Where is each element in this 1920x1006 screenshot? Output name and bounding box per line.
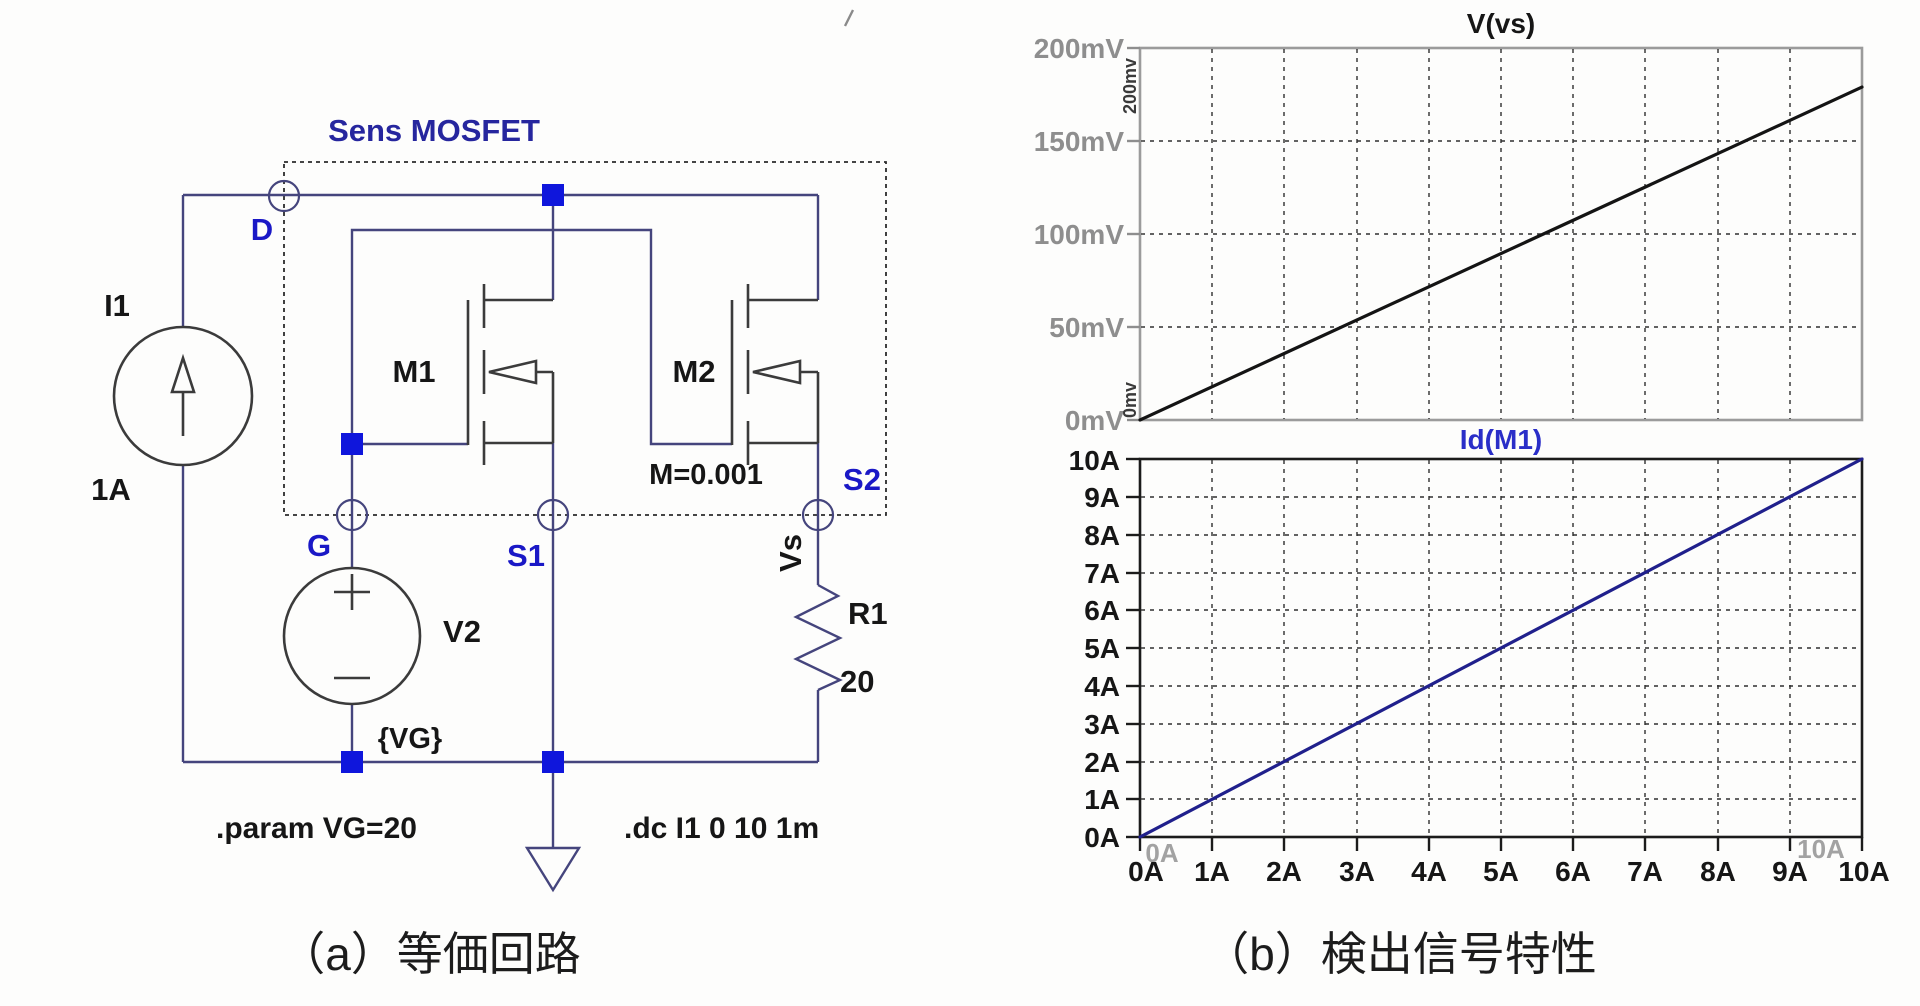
i1-ref-label: I1 bbox=[104, 288, 130, 323]
v2-ref-label: V2 bbox=[443, 614, 481, 649]
voltage-source-v2-symbol bbox=[282, 566, 422, 706]
idm1-xtick-1a: 1A bbox=[1194, 856, 1230, 887]
r1-value-label: 20 bbox=[840, 664, 874, 699]
plot-idm1-yticks bbox=[1126, 457, 1140, 839]
idm1-ytick-9a: 9A bbox=[1084, 482, 1120, 513]
node-circle-d bbox=[267, 179, 301, 213]
m2-ref-label: M2 bbox=[672, 354, 715, 389]
vvs-ytick-100mv: 100mV bbox=[1034, 219, 1125, 250]
idm1-xtick-3a: 3A bbox=[1339, 856, 1375, 887]
idm1-ytick-1a: 1A bbox=[1084, 784, 1120, 815]
idm1-ytick-3a: 3A bbox=[1084, 709, 1120, 740]
current-source-i1-symbol bbox=[112, 325, 254, 467]
node-s2-label: S2 bbox=[843, 462, 881, 497]
idm1-xtick-7a: 7A bbox=[1627, 856, 1663, 887]
sens-mosfet-label: Sens MOSFET bbox=[328, 113, 540, 148]
junction-square-gate bbox=[341, 433, 363, 455]
idm1-ytick-2a: 2A bbox=[1084, 747, 1120, 778]
vvs-ytick-50mv: 50mV bbox=[1049, 312, 1124, 343]
idm1-ytick-0a: 0A bbox=[1084, 822, 1120, 853]
idm1-xtick-5a: 5A bbox=[1483, 856, 1519, 887]
idm1-ytick-8a: 8A bbox=[1084, 520, 1120, 551]
node-circle-s2 bbox=[801, 498, 835, 532]
idm1-xtick-4a: 4A bbox=[1411, 856, 1447, 887]
node-circles bbox=[267, 179, 835, 532]
plot-vvs: V(vs) bbox=[1034, 8, 1864, 436]
vvs-edge-label-top: 200mv bbox=[1120, 58, 1140, 114]
idm1-ghost-xtick-0a: 0A bbox=[1145, 838, 1178, 868]
junction-squares bbox=[341, 184, 564, 773]
circuit-wires bbox=[181, 193, 820, 848]
plot-vvs-gridlines bbox=[1141, 49, 1861, 419]
idm1-ytick-4a: 4A bbox=[1084, 671, 1120, 702]
resistor-r1-symbol bbox=[793, 583, 843, 692]
idm1-ghost-xtick-10a: 10A bbox=[1797, 834, 1845, 864]
idm1-ytick-6a: 6A bbox=[1084, 595, 1120, 626]
node-s1-label: S1 bbox=[507, 538, 545, 573]
idm1-ytick-7a: 7A bbox=[1084, 558, 1120, 589]
panel-b-caption: （b）検出信号特性 bbox=[1203, 928, 1597, 980]
idm1-xtick-6a: 6A bbox=[1555, 856, 1591, 887]
vvs-edge-label-bottom: 0mv bbox=[1120, 382, 1140, 418]
i1-value-label: 1A bbox=[91, 472, 131, 507]
vvs-ytick-200mv: 200mV bbox=[1034, 33, 1125, 64]
plot-vvs-yticks bbox=[1127, 46, 1140, 422]
idm1-xtick-8a: 8A bbox=[1700, 856, 1736, 887]
plot-idm1-title: Id(M1) bbox=[1460, 424, 1542, 455]
junction-square-v2-bottom bbox=[341, 751, 363, 773]
node-d-label: D bbox=[251, 212, 273, 247]
r1-ref-label: R1 bbox=[848, 596, 888, 631]
idm1-xtick-0a: 0A bbox=[1128, 856, 1164, 887]
idm1-curve bbox=[1138, 457, 1864, 839]
v2-value-label: {VG} bbox=[378, 723, 442, 755]
schematic-panel: Sens MOSFET I1 1A D M1 M2 M=0.001 G S1 S… bbox=[91, 113, 887, 980]
plot-vvs-title: V(vs) bbox=[1467, 8, 1535, 39]
idm1-ytick-5a: 5A bbox=[1084, 633, 1120, 664]
idm1-xtick-2a: 2A bbox=[1266, 856, 1302, 887]
sens-mosfet-dashed-box bbox=[283, 161, 887, 516]
vvs-ytick-0mv: 0mV bbox=[1065, 405, 1124, 436]
node-circle-g bbox=[335, 498, 369, 532]
mosfet-m2-symbol bbox=[730, 284, 820, 465]
idm1-ytick-10a: 10A bbox=[1069, 445, 1120, 476]
ground-symbol bbox=[524, 846, 582, 893]
node-g-label: G bbox=[307, 528, 331, 563]
m2-multiplier-label: M=0.001 bbox=[649, 459, 763, 491]
junction-square-ground bbox=[542, 751, 564, 773]
stray-mark bbox=[843, 9, 855, 27]
spice-param-directive: .param VG=20 bbox=[216, 812, 417, 845]
mosfet-m1-symbol bbox=[466, 284, 555, 465]
spice-dc-directive: .dc I1 0 10 1m bbox=[624, 812, 819, 845]
node-circle-s1 bbox=[536, 498, 570, 532]
panel-a-caption: （a）等価回路 bbox=[279, 928, 581, 980]
node-vs-label: Vs bbox=[773, 534, 808, 572]
plot-idm1-xticks bbox=[1138, 837, 1864, 851]
plot-idm1-gridlines bbox=[1141, 460, 1861, 836]
junction-square-drain bbox=[542, 184, 564, 206]
m1-ref-label: M1 bbox=[392, 354, 435, 389]
plots-panel: V(vs) bbox=[843, 8, 1890, 980]
vvs-curve bbox=[1138, 85, 1864, 422]
plot-idm1: Id(M1) bbox=[1069, 424, 1890, 887]
idm1-xtick-9a: 9A bbox=[1772, 856, 1808, 887]
vvs-ytick-150mv: 150mV bbox=[1034, 126, 1125, 157]
idm1-xtick-10a: 10A bbox=[1838, 856, 1889, 887]
